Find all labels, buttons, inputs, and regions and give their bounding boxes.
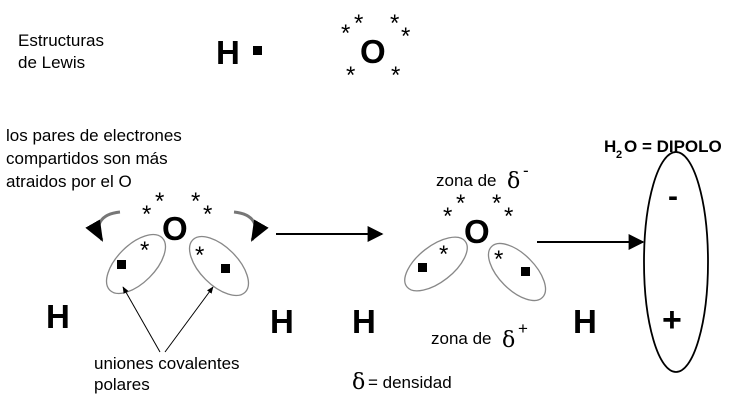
dipole-title-h: H xyxy=(604,137,616,156)
electron-star: * xyxy=(203,201,212,228)
left-hydrogen-2: H xyxy=(270,303,294,340)
electron-star: * xyxy=(390,10,399,37)
electron-star: * xyxy=(155,188,164,215)
shared-electron-right: * xyxy=(195,242,204,269)
left-oxygen: O xyxy=(162,210,188,247)
middle-bond-ellipse-right xyxy=(487,242,547,302)
electron-star: * xyxy=(504,203,513,230)
dipole-ellipse xyxy=(643,151,709,373)
electron-star: * xyxy=(391,62,400,89)
hydrogen-electron-right xyxy=(221,264,230,273)
electron-star: * xyxy=(354,10,363,37)
dipole-title-subscript: 2 xyxy=(616,149,622,161)
left-hydrogen-1: H xyxy=(46,298,70,335)
caption-line3: atraidos por el O xyxy=(6,172,132,191)
middle-hydrogen-electron-right xyxy=(521,267,530,276)
lewis-title-line1: Estructuras xyxy=(18,31,104,50)
pointer-arrow-right xyxy=(164,286,214,353)
electron-star: * xyxy=(142,201,151,228)
zone-positive-label: zona de xyxy=(431,329,492,348)
electron-star: * xyxy=(341,20,350,47)
positive-superscript: + xyxy=(518,319,528,338)
bond-ellipse-right xyxy=(188,235,250,297)
lewis-oxygen: O xyxy=(360,33,386,70)
electron-star: * xyxy=(492,190,501,217)
middle-oxygen: O xyxy=(464,213,490,250)
middle-shared-electron-right: * xyxy=(494,246,503,273)
zone-negative-label: zona de xyxy=(436,171,497,190)
middle-hydrogen-electron-left xyxy=(418,263,427,272)
dipole-negative-pole: - xyxy=(668,180,678,213)
middle-shared-electron-left: * xyxy=(439,241,448,268)
lewis-oxygen-electrons: * * * * * * xyxy=(341,10,410,89)
attraction-arrow-right xyxy=(233,210,269,242)
legend-delta-symbol: δ xyxy=(352,370,365,395)
negative-superscript: - xyxy=(523,161,529,180)
electron-star: * xyxy=(443,203,452,230)
bond-ellipse-left xyxy=(105,233,167,295)
legend-text: = densidad xyxy=(368,373,452,392)
left-oxygen-lone-pairs: * * * * xyxy=(142,188,212,228)
dipole-positive-pole: + xyxy=(662,301,682,339)
lewis-hydrogen-electron xyxy=(253,46,262,55)
shared-electron-left: * xyxy=(140,237,149,264)
dipole-title-rest: O = DIPOLO xyxy=(624,137,722,156)
caption-line1: los pares de electrones xyxy=(6,126,182,145)
pointer-arrow-left xyxy=(122,286,161,353)
bonds-label-line1: uniones covalentes xyxy=(94,354,240,373)
middle-oxygen-lone-pairs: * * * * xyxy=(443,190,513,230)
bonds-label-line2: polares xyxy=(94,375,150,394)
electron-star: * xyxy=(456,190,465,217)
lewis-title-line2: de Lewis xyxy=(18,53,85,72)
hydrogen-electron-left xyxy=(117,260,126,269)
caption-line2: compartidos son más xyxy=(6,149,168,168)
lewis-hydrogen: H xyxy=(216,34,240,71)
attraction-arrow-left xyxy=(85,210,121,242)
middle-hydrogen-1: H xyxy=(352,303,376,340)
electron-star: * xyxy=(346,62,355,89)
middle-bond-ellipse-left xyxy=(404,236,468,292)
delta-negative-symbol: δ xyxy=(507,169,520,194)
electron-star: * xyxy=(191,188,200,215)
middle-hydrogen-2: H xyxy=(573,303,597,340)
electron-star: * xyxy=(401,23,410,50)
delta-positive-symbol: δ xyxy=(502,328,515,353)
